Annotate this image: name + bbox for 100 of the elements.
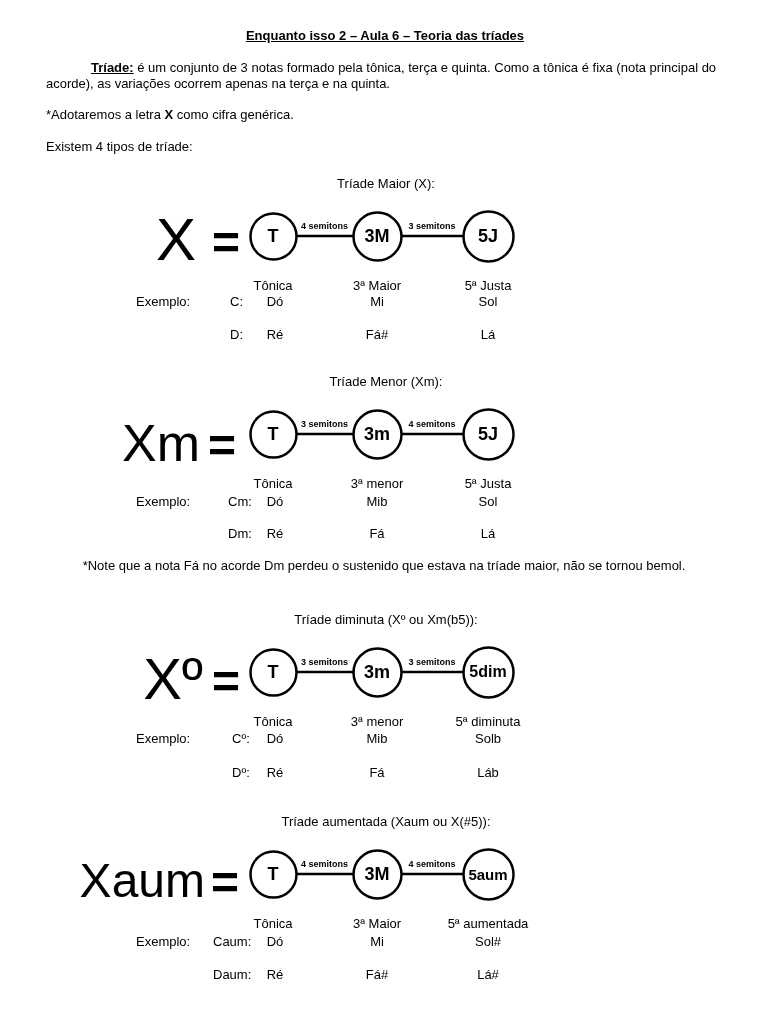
paragraph: Tríade: é um conjunto de 3 notas formado pela tônica, terça e quinta. Como a tônica é fixa (nota principal do acorde), as variações ocorrem apenas na terça e na quinta. <box>46 59 718 93</box>
edge-label: 3 semitons <box>300 418 349 430</box>
chord-name: Dº: <box>232 765 250 781</box>
note-name: Lá <box>480 526 496 542</box>
note-name: Dó <box>266 294 284 310</box>
connector-line <box>401 432 463 436</box>
note-name: Fá <box>369 765 385 781</box>
chord-symbol: Xº <box>143 650 203 708</box>
note-name: Lá# <box>477 967 499 983</box>
edge-label: 4 semitons <box>300 220 349 232</box>
connector-line <box>401 872 463 876</box>
interval-caption: Tônica <box>253 476 293 492</box>
equals-sign: = <box>208 422 236 470</box>
page-title: Enquanto isso 2 – Aula 6 – Teoria das tríades <box>245 28 525 44</box>
note-name: Lá <box>480 327 496 343</box>
interval-caption: 5ª Justa <box>464 278 512 294</box>
chord-symbol: Xaum <box>79 857 205 905</box>
note-name: Ré <box>266 526 284 542</box>
equals-sign: = <box>211 859 239 907</box>
equals-sign: = <box>212 658 240 706</box>
circle-label: T <box>267 425 279 443</box>
note-name: Ré <box>266 327 284 343</box>
intro-text: Existem 4 tipos de tríade: <box>46 139 193 155</box>
note-name: Fá# <box>365 327 389 343</box>
note-name: Mib <box>366 731 388 747</box>
edge-label: 4 semitons <box>407 858 457 870</box>
chord-symbol: Xm <box>122 417 200 469</box>
circle-label: 5aum <box>468 866 508 882</box>
interval-caption: 5ª aumentada <box>447 916 529 932</box>
chord-name: D: <box>230 327 243 343</box>
note-name: Láb <box>477 765 499 781</box>
interval-caption: Tônica <box>253 278 293 294</box>
note-text: *Adotaremos a letra X como cifra genérica. <box>46 107 294 123</box>
chord-name: C: <box>230 294 243 310</box>
circle-label: 3m <box>364 425 390 443</box>
row-label: Exemplo: <box>136 294 191 310</box>
interval-caption: Tônica <box>253 916 293 932</box>
section-heading: Tríade diminuta (Xº ou Xm(b5)): <box>294 612 478 628</box>
chord-name: Cm: <box>228 494 252 510</box>
equals-sign: = <box>212 219 240 267</box>
note-name: Mi <box>370 294 384 310</box>
note-name: Dó <box>266 494 284 510</box>
connector-line <box>296 234 353 238</box>
circle-label: T <box>267 865 279 883</box>
interval-caption: Tônica <box>253 714 293 730</box>
note-name: Dó <box>266 731 284 747</box>
note-circle <box>461 847 515 901</box>
circle-label: 5dim <box>469 664 507 680</box>
section-heading: Tríade Menor (Xm): <box>329 374 443 390</box>
chord-name: Daum: <box>213 967 252 983</box>
chord-name: Cº: <box>232 731 250 747</box>
note-circle <box>351 646 403 698</box>
edge-label: 3 semitons <box>300 656 349 668</box>
interval-caption: 3ª menor <box>350 714 404 730</box>
edge-label: 3 semitons <box>407 656 457 668</box>
circle-label: 5J <box>478 425 498 443</box>
interval-caption: 3ª menor <box>350 476 404 492</box>
circle-label: T <box>267 227 279 245</box>
note-name: Sol# <box>475 934 501 950</box>
note-circle <box>461 407 515 461</box>
connector-line <box>296 872 353 876</box>
note-circle <box>351 210 403 262</box>
section-heading: Tríade Maior (X): <box>337 176 435 192</box>
note-name: Ré <box>266 765 284 781</box>
connector-line <box>296 432 353 436</box>
connector-line <box>296 670 353 674</box>
note-name: Ré <box>266 967 284 983</box>
circle-label: 3M <box>364 865 390 883</box>
circle-label: 3m <box>364 663 390 681</box>
note-name: Sol <box>478 294 498 310</box>
note-name: Fá# <box>365 967 389 983</box>
note-circle <box>248 849 298 899</box>
circle-label: 5J <box>478 227 498 245</box>
interval-caption: 5ª diminuta <box>455 714 521 730</box>
note-circle <box>461 209 515 263</box>
edge-label: 3 semitons <box>407 220 457 232</box>
note-name: Sol <box>478 494 498 510</box>
edge-label: 4 semitons <box>407 418 457 430</box>
row-label: Exemplo: <box>136 934 191 950</box>
note-circle <box>351 408 403 460</box>
row-label: Exemplo: <box>136 494 191 510</box>
note-name: Mib <box>366 494 388 510</box>
interval-caption: 5ª Justa <box>464 476 512 492</box>
chord-name: Dm: <box>228 526 252 542</box>
note-circle <box>248 211 298 261</box>
interval-caption: 3ª Maior <box>352 278 402 294</box>
chord-name: Caum: <box>213 934 252 950</box>
interval-caption: 3ª Maior <box>352 916 402 932</box>
note-name: Mi <box>370 934 384 950</box>
note-text: *Note que a nota Fá no acorde Dm perdeu o sustenido que estava na tríade maior, não se tornou bemol. <box>82 558 686 574</box>
note-circle <box>248 647 298 697</box>
circle-label: 3M <box>364 227 390 245</box>
row-label: Exemplo: <box>136 731 191 747</box>
note-circle <box>461 645 515 699</box>
circle-label: T <box>267 663 279 681</box>
connector-line <box>401 670 463 674</box>
edge-label: 4 semitons <box>300 858 349 870</box>
connector-line <box>401 234 463 238</box>
section-heading: Tríade aumentada (Xaum ou X(#5)): <box>281 814 491 830</box>
note-name: Dó <box>266 934 284 950</box>
